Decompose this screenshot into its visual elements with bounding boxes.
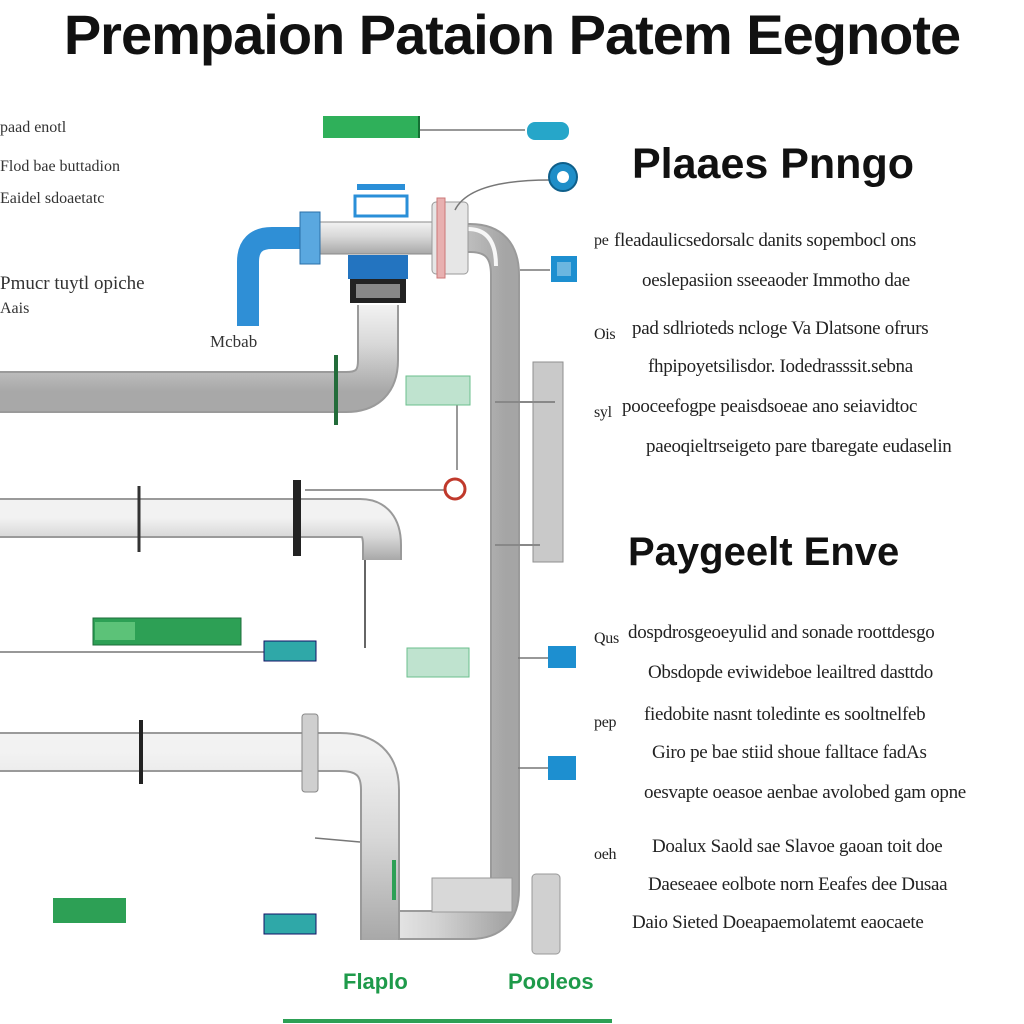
- teal-tag-1: [263, 640, 317, 662]
- section-1-line: oeslepasiion sseeaoder Immotho dae: [642, 270, 910, 291]
- sensor-blue-1: [551, 256, 577, 282]
- sensor-blue-2: [548, 646, 576, 668]
- section-2-line: Daeseaee eolbote norn Eeafes dee Dusaa: [648, 874, 948, 895]
- section-1-bullet: Ois: [594, 326, 616, 343]
- inlet-label: Mcbab: [210, 332, 258, 351]
- section-1-line: paeoqieltrseigeto pare tbaregate eudasel…: [646, 436, 952, 457]
- footer-label-left: Flaplo: [343, 969, 408, 994]
- section-2-title: Paygeelt Enve: [628, 530, 900, 574]
- gauge-top-right: [527, 122, 569, 140]
- left-label-4: Pmucr tuytl opiche: [0, 273, 145, 294]
- leader-lines: [0, 129, 551, 843]
- sensor-blue-3: [548, 756, 576, 780]
- section-2-bullet: Qus: [594, 630, 619, 647]
- section-1-title: Plaaes Pnngo: [632, 140, 914, 188]
- section-1-line: fleadaulicsedorsalc danits sopembocl ons: [614, 230, 916, 251]
- inlet-pipe: [237, 227, 312, 326]
- section-1-line: fhpipoyetsilisdor. Iodedrasssit.sebna: [648, 356, 913, 377]
- green-tag-bottom: [53, 898, 126, 923]
- left-label-3: Eaidel sdoaetatc: [0, 190, 105, 207]
- gray-tag-2: [406, 647, 470, 678]
- gauge-dial: [548, 162, 578, 192]
- section-2-line: oesvapte oeasoe aenbae avolobed gam opne: [644, 782, 966, 803]
- gray-tag-1: [405, 375, 471, 406]
- pump-valve: [348, 184, 409, 303]
- teal-tag-2: [263, 913, 317, 935]
- section-2-line: Obsdopde eviwideboe leailtred dasttdo: [648, 662, 933, 683]
- section-2-line: Giro pe bae stiid shoue falltace fadAs: [652, 742, 927, 763]
- section-2-bullet: pep: [594, 714, 617, 731]
- left-label-5: Aais: [0, 300, 30, 317]
- section-2-line: fiedobite nasnt toledinte es sooltnelfeb: [644, 704, 926, 725]
- section-2-bullet: oeh: [594, 846, 617, 863]
- pressure-gauge-mid: [443, 477, 467, 501]
- section-1-bullet: pe: [594, 232, 609, 249]
- section-2-line: Daio Sieted Doeapaemolatemt eaocaete: [632, 912, 924, 933]
- left-label-2: Flod bae buttadion: [0, 158, 120, 175]
- footer-label-right: Pooleos: [508, 969, 594, 994]
- section-1-line: pooceefogpe peaisdsoeae ano seiavidtoc: [622, 396, 918, 417]
- section-2-line: dospdrosgeoeyulid and sonade roottdesgo: [628, 622, 935, 643]
- section-1-bullet: syl: [594, 404, 612, 421]
- section-1-line: pad sdlrioteds ncloge Va Dlatsone ofrurs: [632, 318, 929, 339]
- page-title: Prempaion Pataion Patem Eegnote: [63, 3, 961, 66]
- section-2-line: Doalux Saold sae Slavoe gaoan toit doe: [652, 836, 943, 857]
- bottom-fitting: [431, 877, 513, 913]
- left-label-1: paad enotl: [0, 119, 67, 136]
- green-tag-top: [323, 116, 420, 138]
- equipment-panel: [532, 361, 564, 563]
